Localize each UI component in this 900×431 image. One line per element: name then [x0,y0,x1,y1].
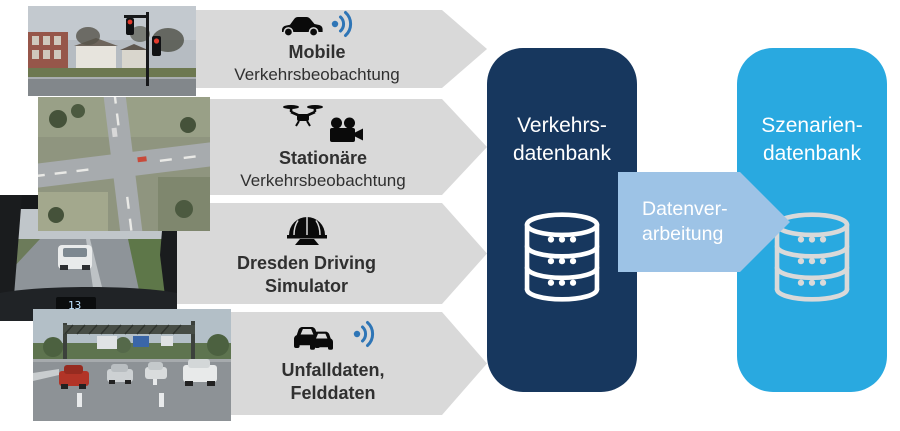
scenario-database-title-line2: datenbank [762,141,862,165]
mobile-icon-group [278,12,356,38]
source-label-line2: Verkehrsbeobachtung [234,65,400,85]
stationary-icon-group [282,102,365,144]
source-label-stationary: Stationäre Verkehrsbeobachtung [240,147,405,192]
photo-aerial-intersection [38,97,210,231]
traffic-database-title: Verkehrs- datenbank [513,112,611,167]
arrow-accident-field-data: Unfalldaten, Felddaten [225,312,487,415]
source-label-line1: Unfalldaten, [281,359,385,380]
signal-waves-icon [352,320,378,348]
two-cars-icon [288,322,346,356]
source-label-accident: Unfalldaten, Felddaten [281,359,384,406]
traffic-database-icon-wrap [516,209,608,310]
traffic-database-title-line1: Verkehrs- [517,114,607,137]
arrow-mobile-observation: Mobile Verkehrsbeobachtung [193,10,487,88]
scenario-database-title-line1: Szenarien- [761,114,863,137]
source-label-line1: Dresden Driving [236,252,377,273]
arrow-driving-simulator: Dresden Driving Simulator [172,203,487,304]
source-label-line2: Simulator [264,276,348,296]
traffic-database-title-line2: datenbank [512,141,612,165]
car-icon [278,12,324,38]
photo-highway-accident-scene [33,309,231,421]
source-label-line2: Verkehrsbeobachtung [240,171,406,191]
arrow-stationary-observation: Stationäre Verkehrsbeobachtung [205,99,487,195]
photo-street-traffic-light [28,6,196,96]
database-icon [524,212,600,303]
source-label-line1: Mobile [288,41,346,62]
accident-icon-group [288,322,378,356]
signal-waves-icon [330,10,356,38]
scenario-database-title: Szenarien- datenbank [761,112,863,167]
traffic-database-box: Verkehrs- datenbank [487,48,637,392]
simulator-dome-icon [281,209,333,249]
processing-label-line1: Datenver- [642,198,728,221]
processing-label-line2: arbeitung [642,223,724,245]
video-camera-icon [327,117,365,144]
source-label-mobile: Mobile Verkehrsbeobachtung [234,41,399,86]
simulator-icon-group [281,209,333,249]
speed-display: 13 [68,299,81,312]
source-label-line2: Felddaten [290,383,376,403]
source-label-simulator: Dresden Driving Simulator [237,252,376,299]
source-label-line1: Stationäre [278,147,368,168]
drone-icon [282,102,324,128]
